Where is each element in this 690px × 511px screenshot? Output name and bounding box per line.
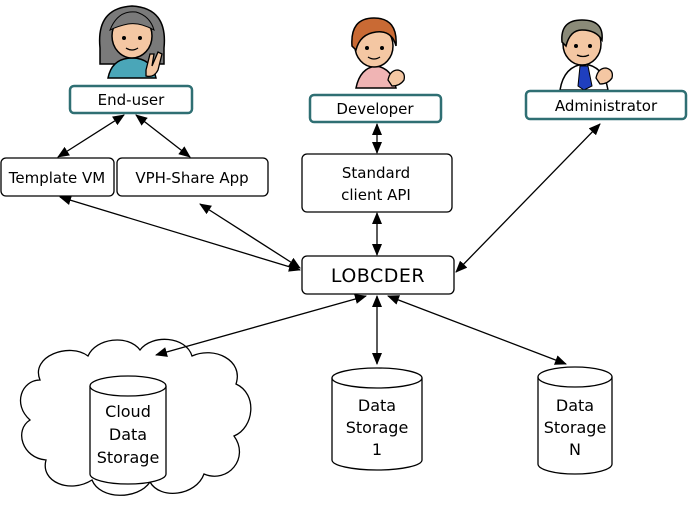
arrow-vphshareapp-lobcder (199, 203, 301, 269)
data-storage-n-label-line2: Storage (544, 418, 607, 437)
arrow-lobcder-datastoragen (387, 295, 567, 365)
arrow-lobcder-cloudstorage (155, 294, 367, 357)
administrator-box: Administrator (524, 89, 688, 121)
data-storage-n-label-line3: N (569, 440, 581, 459)
data-storage-1-label-line1: Data (358, 396, 396, 415)
template-vm-box: Template VM (0, 157, 115, 197)
template-vm-label: Template VM (8, 169, 105, 187)
data-storage-1-label-line2: Storage (346, 418, 409, 437)
end-user-label: End-user (98, 91, 165, 109)
end-user-avatar-icon (98, 5, 166, 79)
arrow-enduser-templatevm (57, 114, 125, 158)
lobcder-label: LOBCDER (331, 265, 425, 287)
cloud-data-storage-cylinder: Cloud Data Storage (89, 375, 167, 485)
cloud-storage-label-line2: Data (109, 425, 147, 444)
developer-label: Developer (336, 100, 414, 118)
vph-share-app-box: VPH-Share App (116, 157, 269, 197)
end-user-box: End-user (68, 84, 194, 115)
standard-client-api-label-line2: client API (341, 186, 411, 204)
cloud-storage-label-line3: Storage (97, 448, 160, 467)
administrator-avatar-icon (559, 19, 614, 91)
arrow-templatevm-lobcder (59, 195, 301, 272)
administrator-label: Administrator (555, 97, 658, 115)
lobcder-box: LOBCDER (301, 255, 455, 295)
standard-client-api-box: Standard client API (301, 153, 453, 213)
arrow-administrator-lobcder (455, 123, 601, 273)
vph-share-app-label: VPH-Share App (135, 169, 248, 187)
developer-avatar-icon (351, 17, 406, 89)
data-storage-1-cylinder: Data Storage 1 (331, 367, 423, 471)
standard-client-api-label-line1: Standard (342, 164, 410, 182)
arrow-enduser-vphshareapp (135, 114, 191, 158)
cloud-storage-label-line1: Cloud (105, 402, 151, 421)
data-storage-1-label-line3: 1 (372, 440, 382, 459)
data-storage-n-cylinder: Data Storage N (537, 366, 613, 475)
developer-box: Developer (308, 93, 443, 124)
data-storage-n-label-line1: Data (556, 396, 594, 415)
